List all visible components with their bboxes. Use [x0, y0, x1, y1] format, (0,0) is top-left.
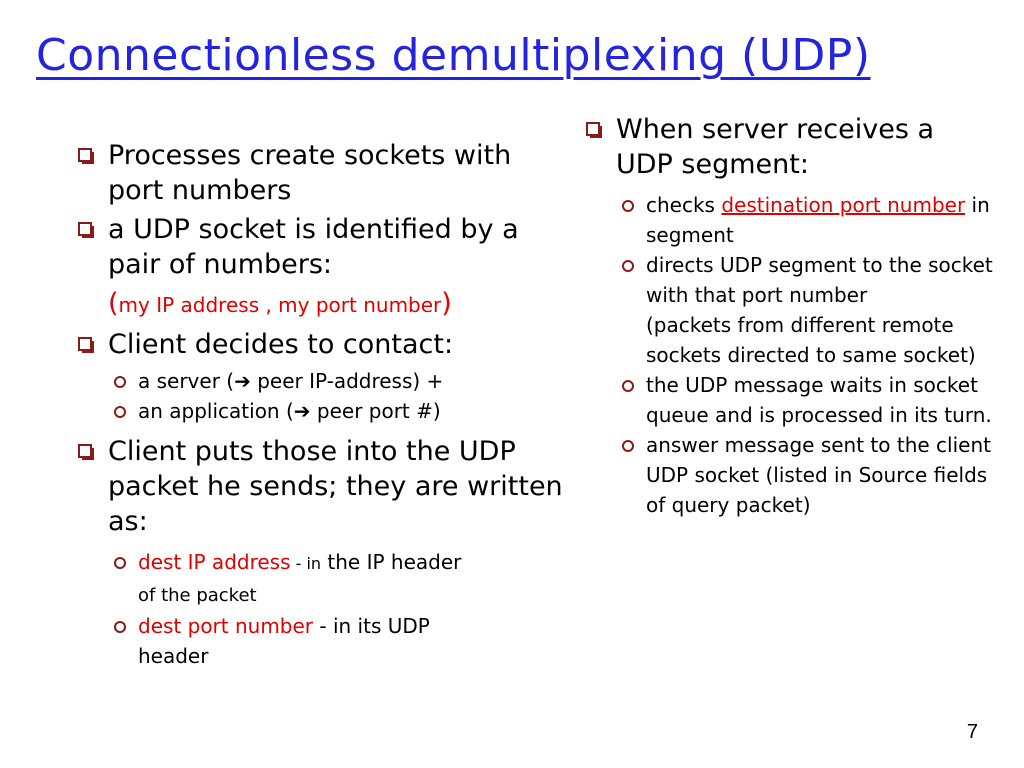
right-column: When server receives a UDP segment: chec…: [572, 112, 1012, 520]
circle-bullet-icon: [622, 380, 634, 392]
slide-title: Connectionless demultiplexing (UDP): [36, 30, 871, 81]
circle-bullet-icon: [114, 621, 126, 633]
square-bullet-icon: [78, 337, 92, 351]
square-bullet-icon: [78, 222, 92, 236]
square-bullet-icon: [586, 122, 600, 136]
circle-bullet-icon: [114, 557, 126, 569]
dest-ip-header: the IP header: [321, 550, 462, 574]
bullet-text: Client puts those into the UDP packet he…: [108, 436, 563, 537]
socket-tuple: (my IP address , my port number): [64, 286, 564, 323]
checks-pre: checks: [646, 193, 722, 217]
bullet-processes: Processes create sockets with port numbe…: [64, 138, 564, 208]
sub-bullet-dest-ip: dest IP address - in the IP header of th…: [108, 547, 478, 611]
sub-bullet-directs: directs UDP segment to the socket with t…: [616, 250, 1012, 370]
bullet-text: When server receives a UDP segment:: [616, 114, 935, 180]
sub-bullet-application: an application (➔ peer port #): [108, 396, 564, 426]
sub-bullet-dest-port: dest port number - in its UDP header: [108, 611, 478, 671]
dest-ip-label: dest IP address: [138, 550, 291, 574]
bullet-text: Processes create sockets with port numbe…: [108, 140, 512, 206]
circle-bullet-icon: [114, 376, 126, 388]
square-bullet-icon: [78, 148, 92, 162]
circle-bullet-icon: [114, 406, 126, 418]
dest-ip-in: - in: [290, 554, 322, 573]
dest-port-rest: - in its UDP header: [138, 614, 430, 668]
directs-text: directs UDP segment to the socket with t…: [646, 253, 993, 307]
tuple-text: my IP address , my port number: [118, 293, 442, 317]
waits-text: the UDP message waits in socket queue an…: [646, 373, 992, 427]
bullet-client-puts: Client puts those into the UDP packet he…: [64, 434, 564, 539]
dest-port-label: dest port number: [138, 614, 314, 638]
square-bullet-icon: [78, 444, 92, 458]
directs-paren: (packets from different remote sockets d…: [646, 313, 976, 367]
bullet-server-receives: When server receives a UDP segment:: [572, 112, 996, 182]
sub-bullet-text: an application (➔ peer port #): [138, 399, 441, 423]
bullet-text: Client decides to contact:: [108, 329, 454, 360]
circle-bullet-icon: [622, 260, 634, 272]
checks-post: in segment: [646, 193, 990, 247]
circle-bullet-icon: [622, 440, 634, 452]
sub-bullet-checks: checks destination port number in segmen…: [616, 190, 1012, 250]
tuple-open-paren: (: [108, 288, 119, 319]
destination-port-number: destination port number: [721, 193, 966, 217]
bullet-client-decides: Client decides to contact:: [64, 327, 564, 362]
sub-bullet-waits: the UDP message waits in socket queue an…: [616, 370, 1012, 430]
sub-bullet-server: a server (➔ peer IP-address) +: [108, 366, 564, 396]
answer-text: answer message sent to the client UDP so…: [646, 433, 991, 517]
tuple-close-paren: ): [441, 288, 452, 319]
circle-bullet-icon: [622, 200, 634, 212]
left-column: Processes create sockets with port numbe…: [64, 138, 564, 671]
page-number: 7: [966, 721, 978, 743]
dest-ip-of-packet: of the packet: [138, 585, 257, 606]
bullet-udp-socket: a UDP socket is identified by a pair of …: [64, 212, 564, 282]
bullet-text: a UDP socket is identified by a pair of …: [108, 214, 519, 280]
sub-bullet-text: a server (➔ peer IP-address) +: [138, 369, 444, 393]
sub-bullet-answer: answer message sent to the client UDP so…: [616, 430, 1012, 520]
